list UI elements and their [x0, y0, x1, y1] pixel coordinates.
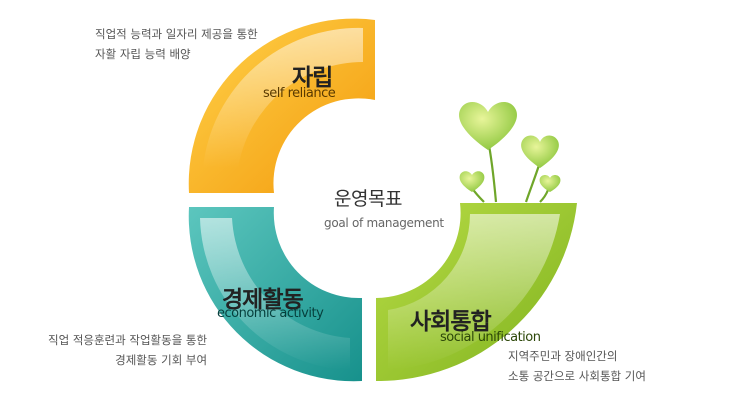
- center-title: 운영목표: [334, 188, 402, 210]
- segment-self-reliance-shine: [203, 27, 363, 169]
- heart-leaf-icon: [459, 171, 485, 192]
- segment-social-unification-description: 지역주민과 장애인간의 소통 공간으로 사회통합 기여: [508, 349, 646, 383]
- segment-self-reliance-title: 자립: [292, 65, 333, 91]
- heart-leaf-icon: [521, 135, 559, 168]
- segment-economic-activity-shine: [200, 218, 350, 370]
- heart-leaf-icon: [539, 175, 561, 192]
- segment-economic-activity-subtitle: economic activity: [217, 306, 324, 321]
- segment-social-unification-subtitle: social unification: [440, 330, 541, 345]
- center-subtitle: goal of management: [324, 216, 444, 230]
- heart-leaf-icon: [459, 101, 517, 150]
- segment-economic-activity-description: 직업 적응훈련과 작업활동을 통한 경제활동 기회 부여: [48, 333, 208, 367]
- segment-economic-activity-title: 경제활동: [222, 287, 304, 313]
- segment-self-reliance-description: 직업적 능력과 일자리 제공을 통한 자활 자립 능력 배양: [95, 27, 258, 61]
- segment-social-unification-shine: [388, 214, 560, 370]
- segment-self-reliance-subtitle: self reliance: [263, 86, 336, 101]
- segment-social-unification-title: 사회통합: [410, 309, 492, 335]
